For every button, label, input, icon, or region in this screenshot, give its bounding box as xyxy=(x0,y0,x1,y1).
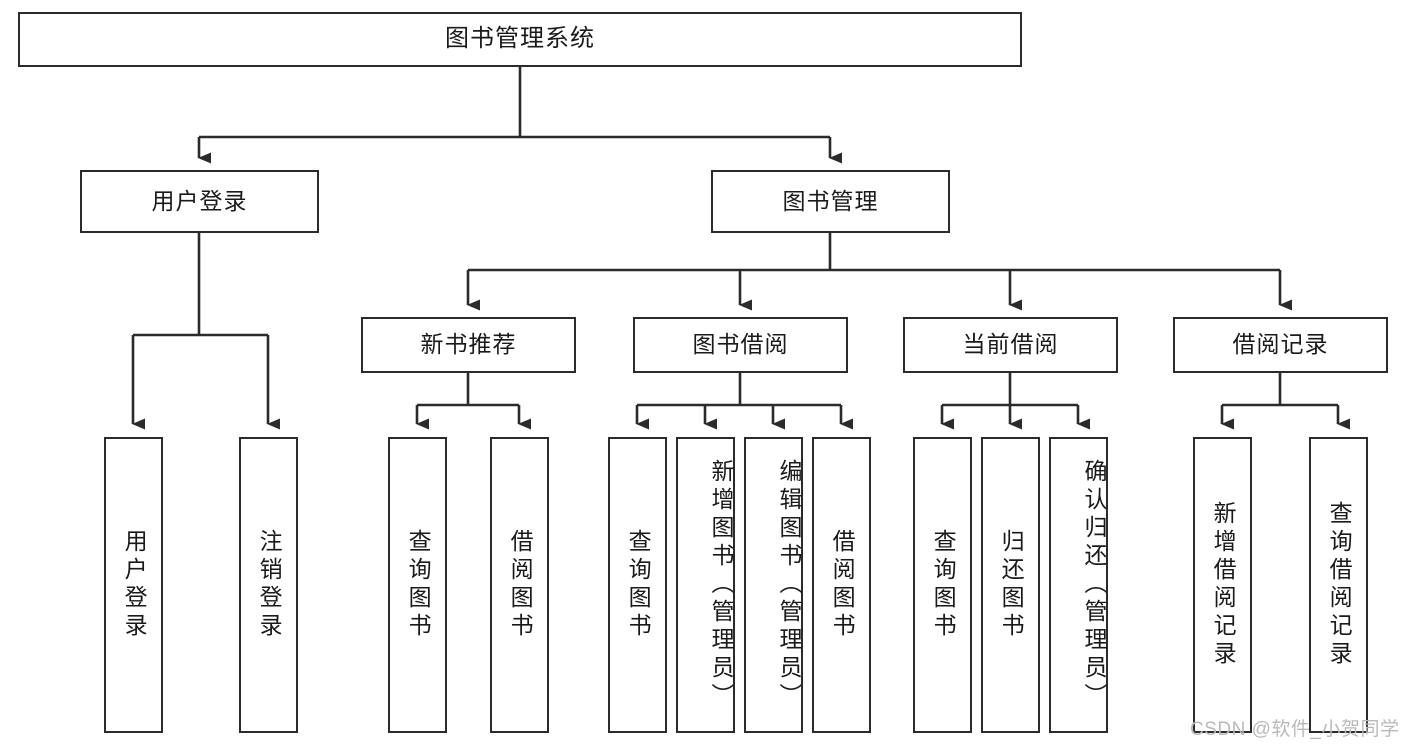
node-label: 借阅图书 xyxy=(829,529,856,641)
node-label: 归还图书 xyxy=(998,529,1025,641)
node-label: 新书推荐 xyxy=(420,331,517,358)
node-label: 新增图书（管理员） xyxy=(708,459,734,711)
node-label: 图书借阅 xyxy=(692,331,789,358)
node-root-system[interactable]: 图书管理系统 xyxy=(18,12,1022,67)
leaf-query-book-borrow[interactable]: 查询图书 xyxy=(608,437,667,733)
node-label: 用户登录 xyxy=(151,187,248,214)
leaf-return-book[interactable]: 归还图书 xyxy=(981,437,1040,733)
leaf-add-borrow-record[interactable]: 新增借阅记录 xyxy=(1193,437,1252,733)
leaf-confirm-return-admin[interactable]: 确认归还（管理员） xyxy=(1049,437,1108,733)
node-label: 注销登录 xyxy=(256,529,283,641)
node-label: 用户登录 xyxy=(121,529,148,641)
node-label: 确认归还（管理员） xyxy=(1081,459,1107,711)
node-current-borrow[interactable]: 当前借阅 xyxy=(903,317,1118,373)
node-label: 查询借阅记录 xyxy=(1326,501,1353,669)
node-book-borrow[interactable]: 图书借阅 xyxy=(633,317,848,373)
node-label: 借阅图书 xyxy=(507,529,534,641)
leaf-borrow-book-recommend[interactable]: 借阅图书 xyxy=(490,437,549,733)
leaf-query-borrow-record[interactable]: 查询借阅记录 xyxy=(1309,437,1368,733)
leaf-borrow-book[interactable]: 借阅图书 xyxy=(812,437,871,733)
node-borrow-record[interactable]: 借阅记录 xyxy=(1173,317,1388,373)
leaf-logout[interactable]: 注销登录 xyxy=(239,437,298,733)
node-label: 查询图书 xyxy=(405,529,432,641)
node-label: 新增借阅记录 xyxy=(1210,501,1237,669)
node-label: 图书管理系统 xyxy=(445,25,595,53)
leaf-query-book-recommend[interactable]: 查询图书 xyxy=(388,437,447,733)
node-label: 查询图书 xyxy=(930,529,957,641)
leaf-user-login[interactable]: 用户登录 xyxy=(104,437,163,733)
leaf-edit-book-admin[interactable]: 编辑图书（管理员） xyxy=(744,437,803,733)
node-user-login[interactable]: 用户登录 xyxy=(80,170,319,233)
node-book-management[interactable]: 图书管理 xyxy=(711,170,950,233)
csdn-watermark: CSDN @软件_小贺同学 xyxy=(1190,719,1400,740)
node-label: 图书管理 xyxy=(782,187,879,214)
node-label: 借阅记录 xyxy=(1232,331,1329,358)
node-label: 当前借阅 xyxy=(962,331,1059,358)
leaf-add-book-admin[interactable]: 新增图书（管理员） xyxy=(676,437,735,733)
node-new-book-recommend[interactable]: 新书推荐 xyxy=(361,317,576,373)
node-label: 查询图书 xyxy=(625,529,652,641)
leaf-query-book-current[interactable]: 查询图书 xyxy=(913,437,972,733)
node-label: 编辑图书（管理员） xyxy=(776,459,802,711)
